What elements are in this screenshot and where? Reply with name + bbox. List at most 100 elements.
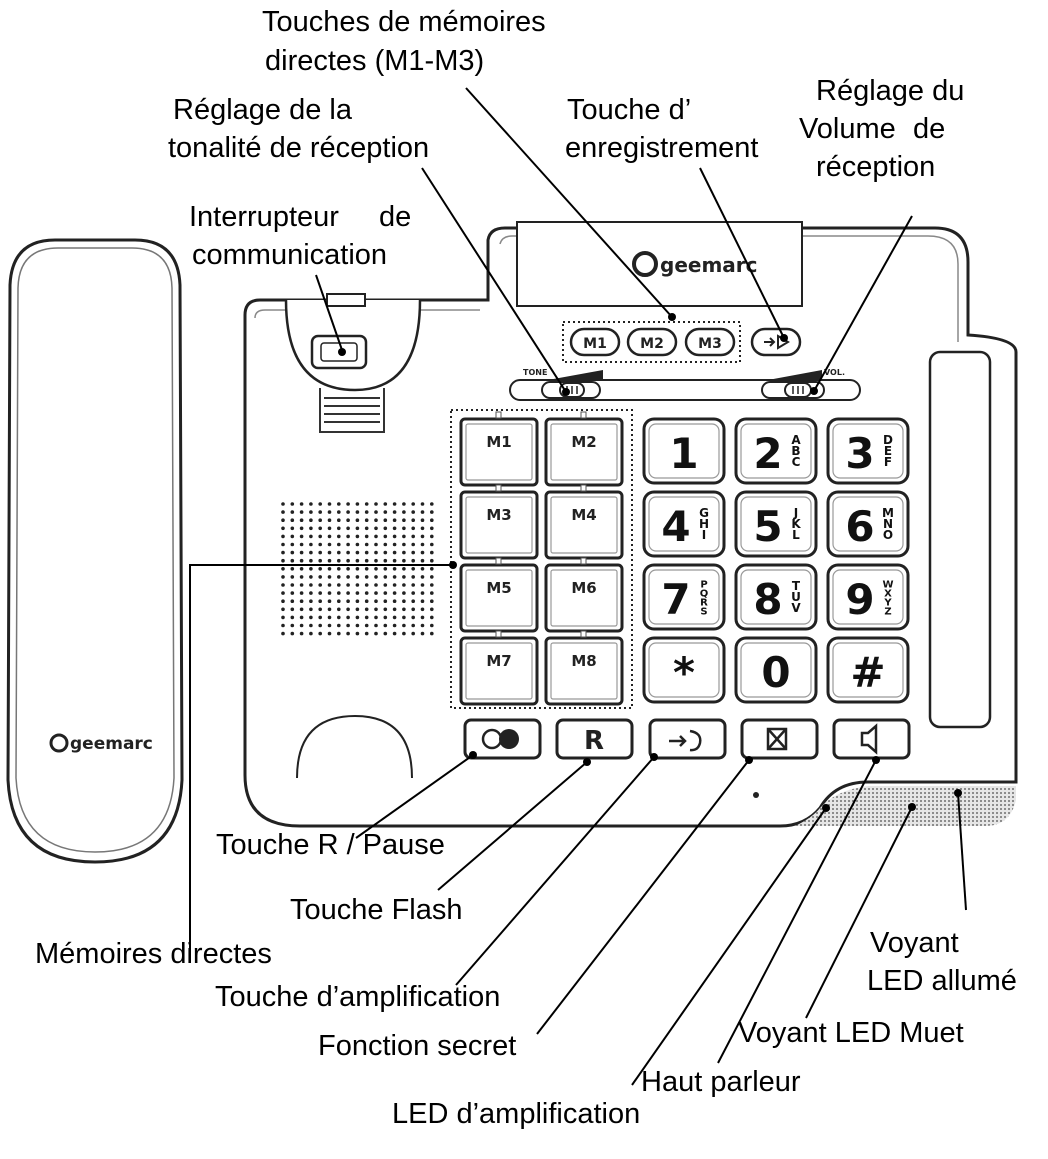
speaker-hole	[430, 599, 434, 603]
speaker-hole	[392, 526, 397, 531]
speaker-hole	[383, 599, 388, 603]
speaker-icon	[860, 723, 878, 755]
memory-key-label: M3	[486, 506, 511, 524]
keypad-letter: U	[791, 590, 801, 604]
speaker-hole	[402, 591, 406, 595]
keypad-key-1[interactable]: 1	[642, 417, 726, 485]
memory-key-label: M6	[571, 579, 596, 597]
speaker-hole	[346, 534, 350, 539]
memory-key-m3[interactable]: M3	[459, 484, 539, 560]
label-record-key-line1: Touche d’	[567, 94, 692, 126]
handset-logo: geemarc	[49, 733, 153, 754]
speaker-hole	[420, 591, 425, 595]
speaker-hole	[383, 631, 388, 636]
base-logo: geemarc	[632, 251, 758, 277]
speaker-hole	[430, 615, 434, 620]
memory-key-m1[interactable]: M1	[459, 411, 539, 487]
speaker-hole	[309, 534, 313, 539]
keypad-key-star[interactable]: *	[642, 636, 726, 704]
speaker-hole	[383, 542, 388, 547]
speaker-hole	[364, 542, 369, 547]
memory-key-m7[interactable]: M7	[459, 630, 539, 706]
record-key[interactable]	[750, 327, 802, 357]
speaker-hole	[327, 558, 332, 563]
speaker-hole	[346, 526, 350, 531]
speaker-hole	[290, 607, 295, 612]
speaker-key[interactable]	[832, 718, 911, 760]
speaker-hole	[374, 542, 378, 547]
speaker-hole	[374, 534, 378, 539]
amplification-key[interactable]	[648, 718, 727, 760]
speaker-hole	[290, 558, 295, 563]
speaker-hole	[420, 623, 425, 628]
top-memory-key-m1[interactable]: M1	[569, 327, 621, 357]
speaker-hole	[420, 583, 425, 587]
svg-text:geemarc: geemarc	[70, 734, 153, 754]
speaker-hole	[309, 631, 313, 636]
speaker-hole	[299, 599, 304, 603]
keypad-key-0[interactable]: 0	[734, 636, 818, 704]
tone-slider[interactable]	[541, 381, 601, 399]
memory-key-m4[interactable]: M4	[544, 484, 624, 560]
speaker-hole	[318, 599, 323, 603]
speaker-hole	[309, 607, 313, 612]
speaker-hole	[420, 510, 425, 514]
volume-slider[interactable]	[761, 381, 825, 399]
speaker-hole	[364, 623, 369, 628]
speaker-hole	[299, 518, 304, 522]
keypad-letter: P	[700, 580, 707, 591]
mute-icon	[766, 727, 788, 751]
mute-key[interactable]	[740, 718, 819, 760]
speaker-hole	[309, 518, 313, 522]
speaker-hole	[430, 558, 434, 563]
speaker-hole	[355, 607, 360, 612]
memory-key-label: M5	[486, 579, 511, 597]
speaker-hole	[383, 502, 388, 506]
speaker-hole	[383, 567, 388, 571]
label-mute-led: Voyant LED Muet	[738, 1017, 964, 1049]
keypad-key-hash[interactable]: #	[826, 636, 910, 704]
speaker-hole	[411, 502, 416, 506]
speaker-hole	[364, 558, 369, 563]
keypad-letter: R	[700, 598, 708, 609]
speaker-hole	[355, 550, 360, 555]
hook-ribs	[319, 388, 385, 433]
speaker-hole	[411, 591, 416, 595]
label-direct-memory-keys-line1: Touches de mémoires	[262, 6, 546, 38]
memory-key-m8[interactable]: M8	[544, 630, 624, 706]
svg-text:M1: M1	[583, 336, 607, 352]
top-memory-key-m3[interactable]: M3	[684, 327, 736, 357]
speaker-hole	[299, 631, 304, 636]
speaker-hole	[299, 510, 304, 514]
keypad-letter: I	[702, 528, 706, 542]
memory-key-m2[interactable]: M2	[544, 411, 624, 487]
pause-key[interactable]	[463, 718, 542, 760]
speaker-hole	[355, 583, 360, 587]
speaker-mesh	[795, 786, 1016, 826]
speaker-hole	[392, 623, 397, 628]
speaker-hole	[355, 599, 360, 603]
memory-key-m6[interactable]: M6	[544, 557, 624, 633]
speaker-hole	[355, 510, 360, 514]
speaker-hole	[392, 510, 397, 514]
speaker-hole	[355, 631, 360, 636]
keypad-letter: L	[792, 528, 800, 542]
keypad-letter: J	[793, 506, 798, 520]
amplification-icon	[669, 729, 702, 752]
speaker-hole	[318, 558, 323, 563]
r-key[interactable]: R	[555, 718, 634, 760]
speaker-hole	[430, 502, 434, 506]
speaker-hole	[383, 615, 388, 620]
top-memory-key-m2[interactable]: M2	[626, 327, 678, 357]
memory-key-m5[interactable]: M5	[459, 557, 539, 633]
keypad-letter: M	[882, 506, 894, 520]
